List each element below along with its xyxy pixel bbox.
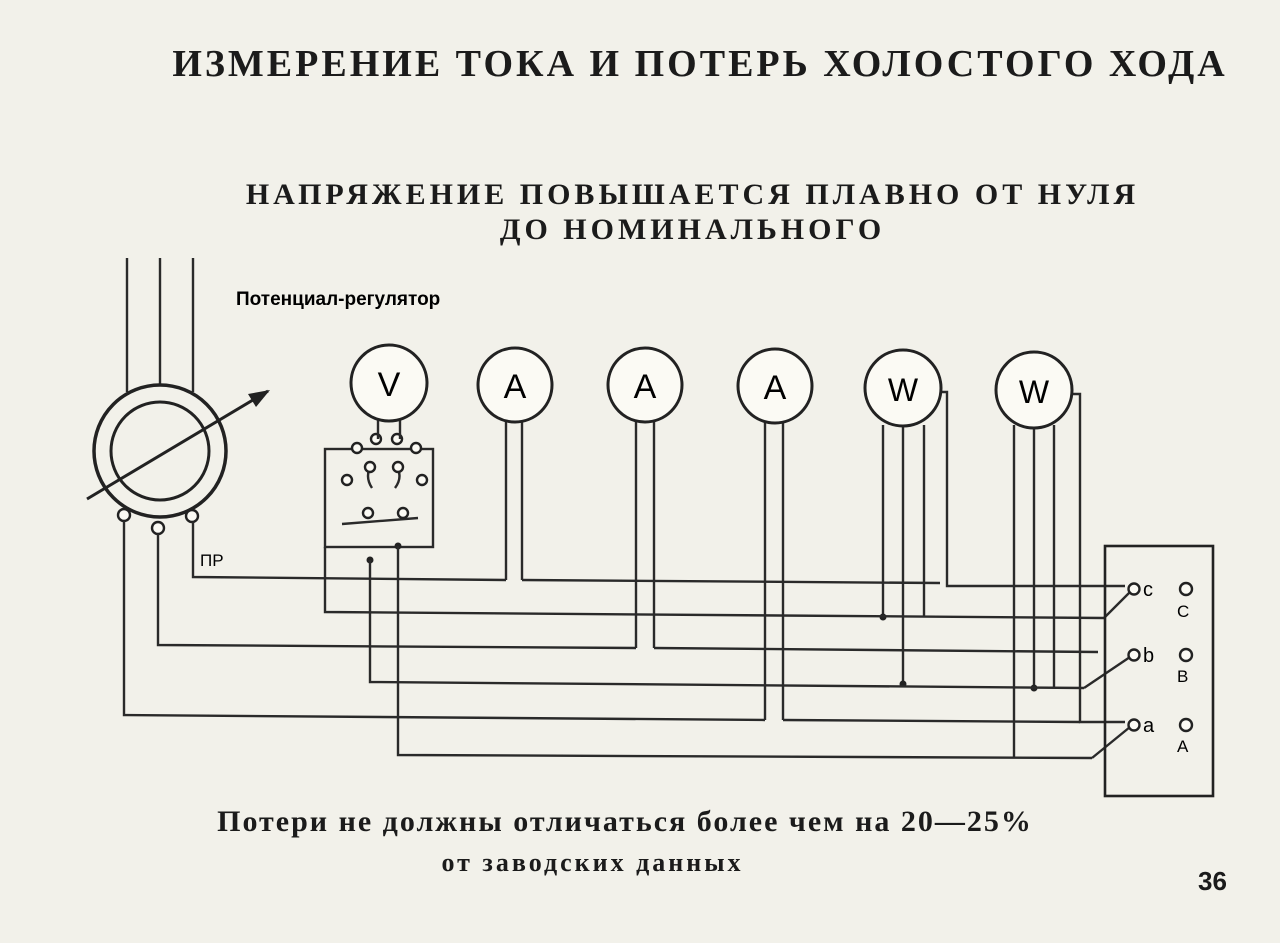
subtitle-line-2: ДО НОМИНАЛЬНОГО [499, 213, 886, 246]
slide-title: ИЗМЕРЕНИЕ ТОКА И ПОТЕРЬ ХОЛОСТОГО ХОДА [172, 43, 1228, 85]
meter-voltmeter: V [349, 343, 429, 423]
terminal-low-b: b [1143, 645, 1154, 667]
regulator-label: Потенциал-регулятор [236, 289, 440, 310]
footer-note-line-1: Потери не должны отличаться более чем на… [217, 805, 1033, 838]
meter-symbol-a1: A [504, 368, 527, 406]
footer-note-line-2: от заводских данных [441, 848, 744, 877]
terminal-high-b: B [1177, 667, 1188, 686]
meter-symbol-a2: A [634, 368, 657, 406]
adjustment-arrow-icon [248, 390, 270, 407]
potential-regulator [86, 383, 270, 536]
terminal-low-c: c [1143, 579, 1153, 601]
meter-ammeter-1: A [476, 346, 554, 424]
bus-wires [122, 521, 1131, 760]
terminal-high-a: A [1177, 737, 1189, 756]
transformer-box: c b a C B A [1103, 544, 1215, 798]
meter-symbol-a3: A [764, 369, 787, 407]
supply-lines [125, 258, 195, 392]
voltmeter-switch [323, 432, 435, 564]
meter-wattmeter-1: W [863, 348, 943, 428]
terminal-low-a: a [1143, 715, 1155, 737]
meter-symbol-w1: W [888, 372, 919, 408]
pr-label: ПР [200, 551, 224, 570]
meter-symbol-w2: W [1019, 374, 1050, 410]
terminal-high-c: C [1177, 602, 1189, 621]
page-number: 36 [1198, 866, 1227, 896]
meter-wattmeter-2: W [994, 350, 1074, 430]
meter-ammeter-3: A [736, 347, 814, 425]
meter-leads [376, 390, 1125, 758]
meter-symbol-v: V [378, 366, 401, 404]
meter-ammeter-2: A [606, 346, 684, 424]
subtitle-line-1: НАПРЯЖЕНИЕ ПОВЫШАЕТСЯ ПЛАВНО ОТ НУЛЯ [245, 178, 1140, 211]
